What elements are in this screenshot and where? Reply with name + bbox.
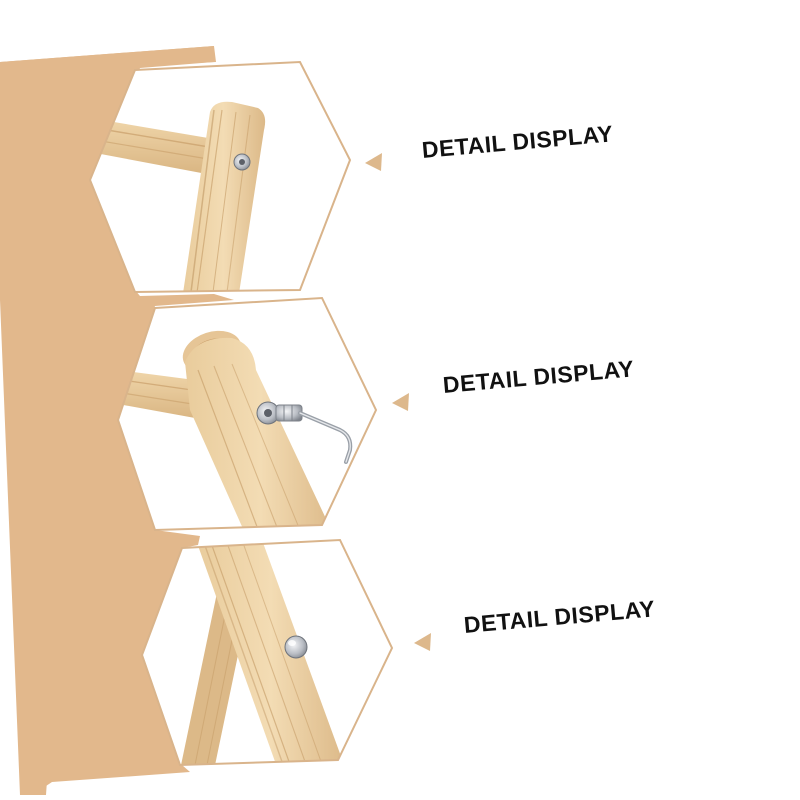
triangle-pointer-icon xyxy=(414,633,431,651)
triangle-pointer-icon xyxy=(392,393,409,411)
detail-hexagon-2 xyxy=(116,296,378,532)
detail-hexagon-3 xyxy=(140,538,394,767)
tan-backdrop-strip xyxy=(0,46,214,795)
bolt-icon xyxy=(284,635,308,659)
detail-hexagon-1 xyxy=(88,60,352,294)
triangle-pointer-icon xyxy=(365,153,382,171)
